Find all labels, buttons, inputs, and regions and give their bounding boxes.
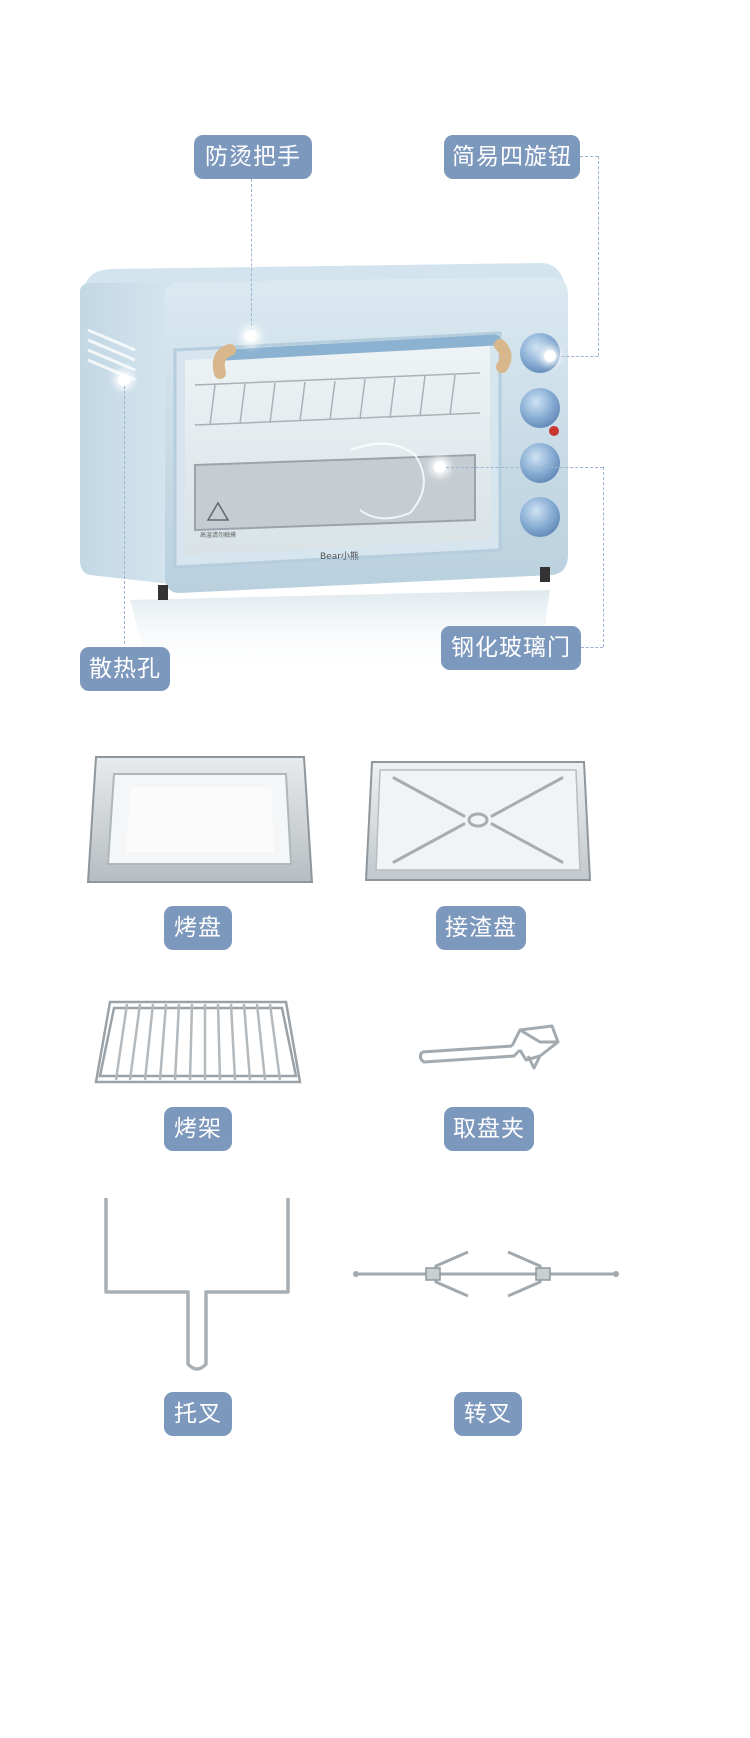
feature-label-knobs: 简易四旋钮: [444, 135, 580, 179]
handle-leader-line: [251, 179, 252, 331]
crumb-tray-icon: [364, 761, 592, 881]
brand-logo: Bear小熊: [320, 550, 359, 562]
accessory-label-tray-clip: 取盘夹: [444, 1107, 534, 1151]
accessory-label-baking-tray: 烤盘: [164, 906, 232, 950]
tray-clip-icon: [418, 1024, 560, 1070]
wire-rack-icon: [94, 1000, 302, 1084]
knobs-leader-line-h2: [552, 356, 598, 357]
knobs-marker: [544, 350, 556, 362]
vents-leader-line: [124, 386, 125, 644]
accessory-label-support-fork: 托叉: [164, 1392, 232, 1436]
baking-tray-icon: [86, 756, 314, 883]
door-leader-line-h: [446, 467, 603, 468]
support-fork-icon: [104, 1198, 290, 1371]
feature-label-vents: 散热孔: [80, 647, 170, 691]
door-leader-line-h2: [581, 647, 603, 648]
knobs-leader-line-v: [598, 156, 599, 356]
accessory-label-wire-rack: 烤架: [164, 1107, 232, 1151]
door-leader-line-v: [603, 467, 604, 647]
door-marker: [434, 461, 446, 473]
feature-label-handle: 防烫把手: [194, 135, 312, 179]
handle-marker: [245, 330, 257, 342]
accessory-label-rotisserie-fork: 转叉: [454, 1392, 522, 1436]
accessory-label-crumb-tray: 接渣盘: [436, 906, 526, 950]
toaster-oven-image: 高温请勿触摸 Bear小熊: [80, 263, 568, 675]
rotisserie-fork-icon: [353, 1250, 619, 1298]
feature-label-door: 钢化玻璃门: [441, 626, 581, 670]
control-knobs: [520, 333, 560, 537]
knobs-leader-line-h: [580, 156, 598, 157]
caution-label: 高温请勿触摸: [200, 531, 236, 539]
vents-marker: [118, 374, 130, 386]
